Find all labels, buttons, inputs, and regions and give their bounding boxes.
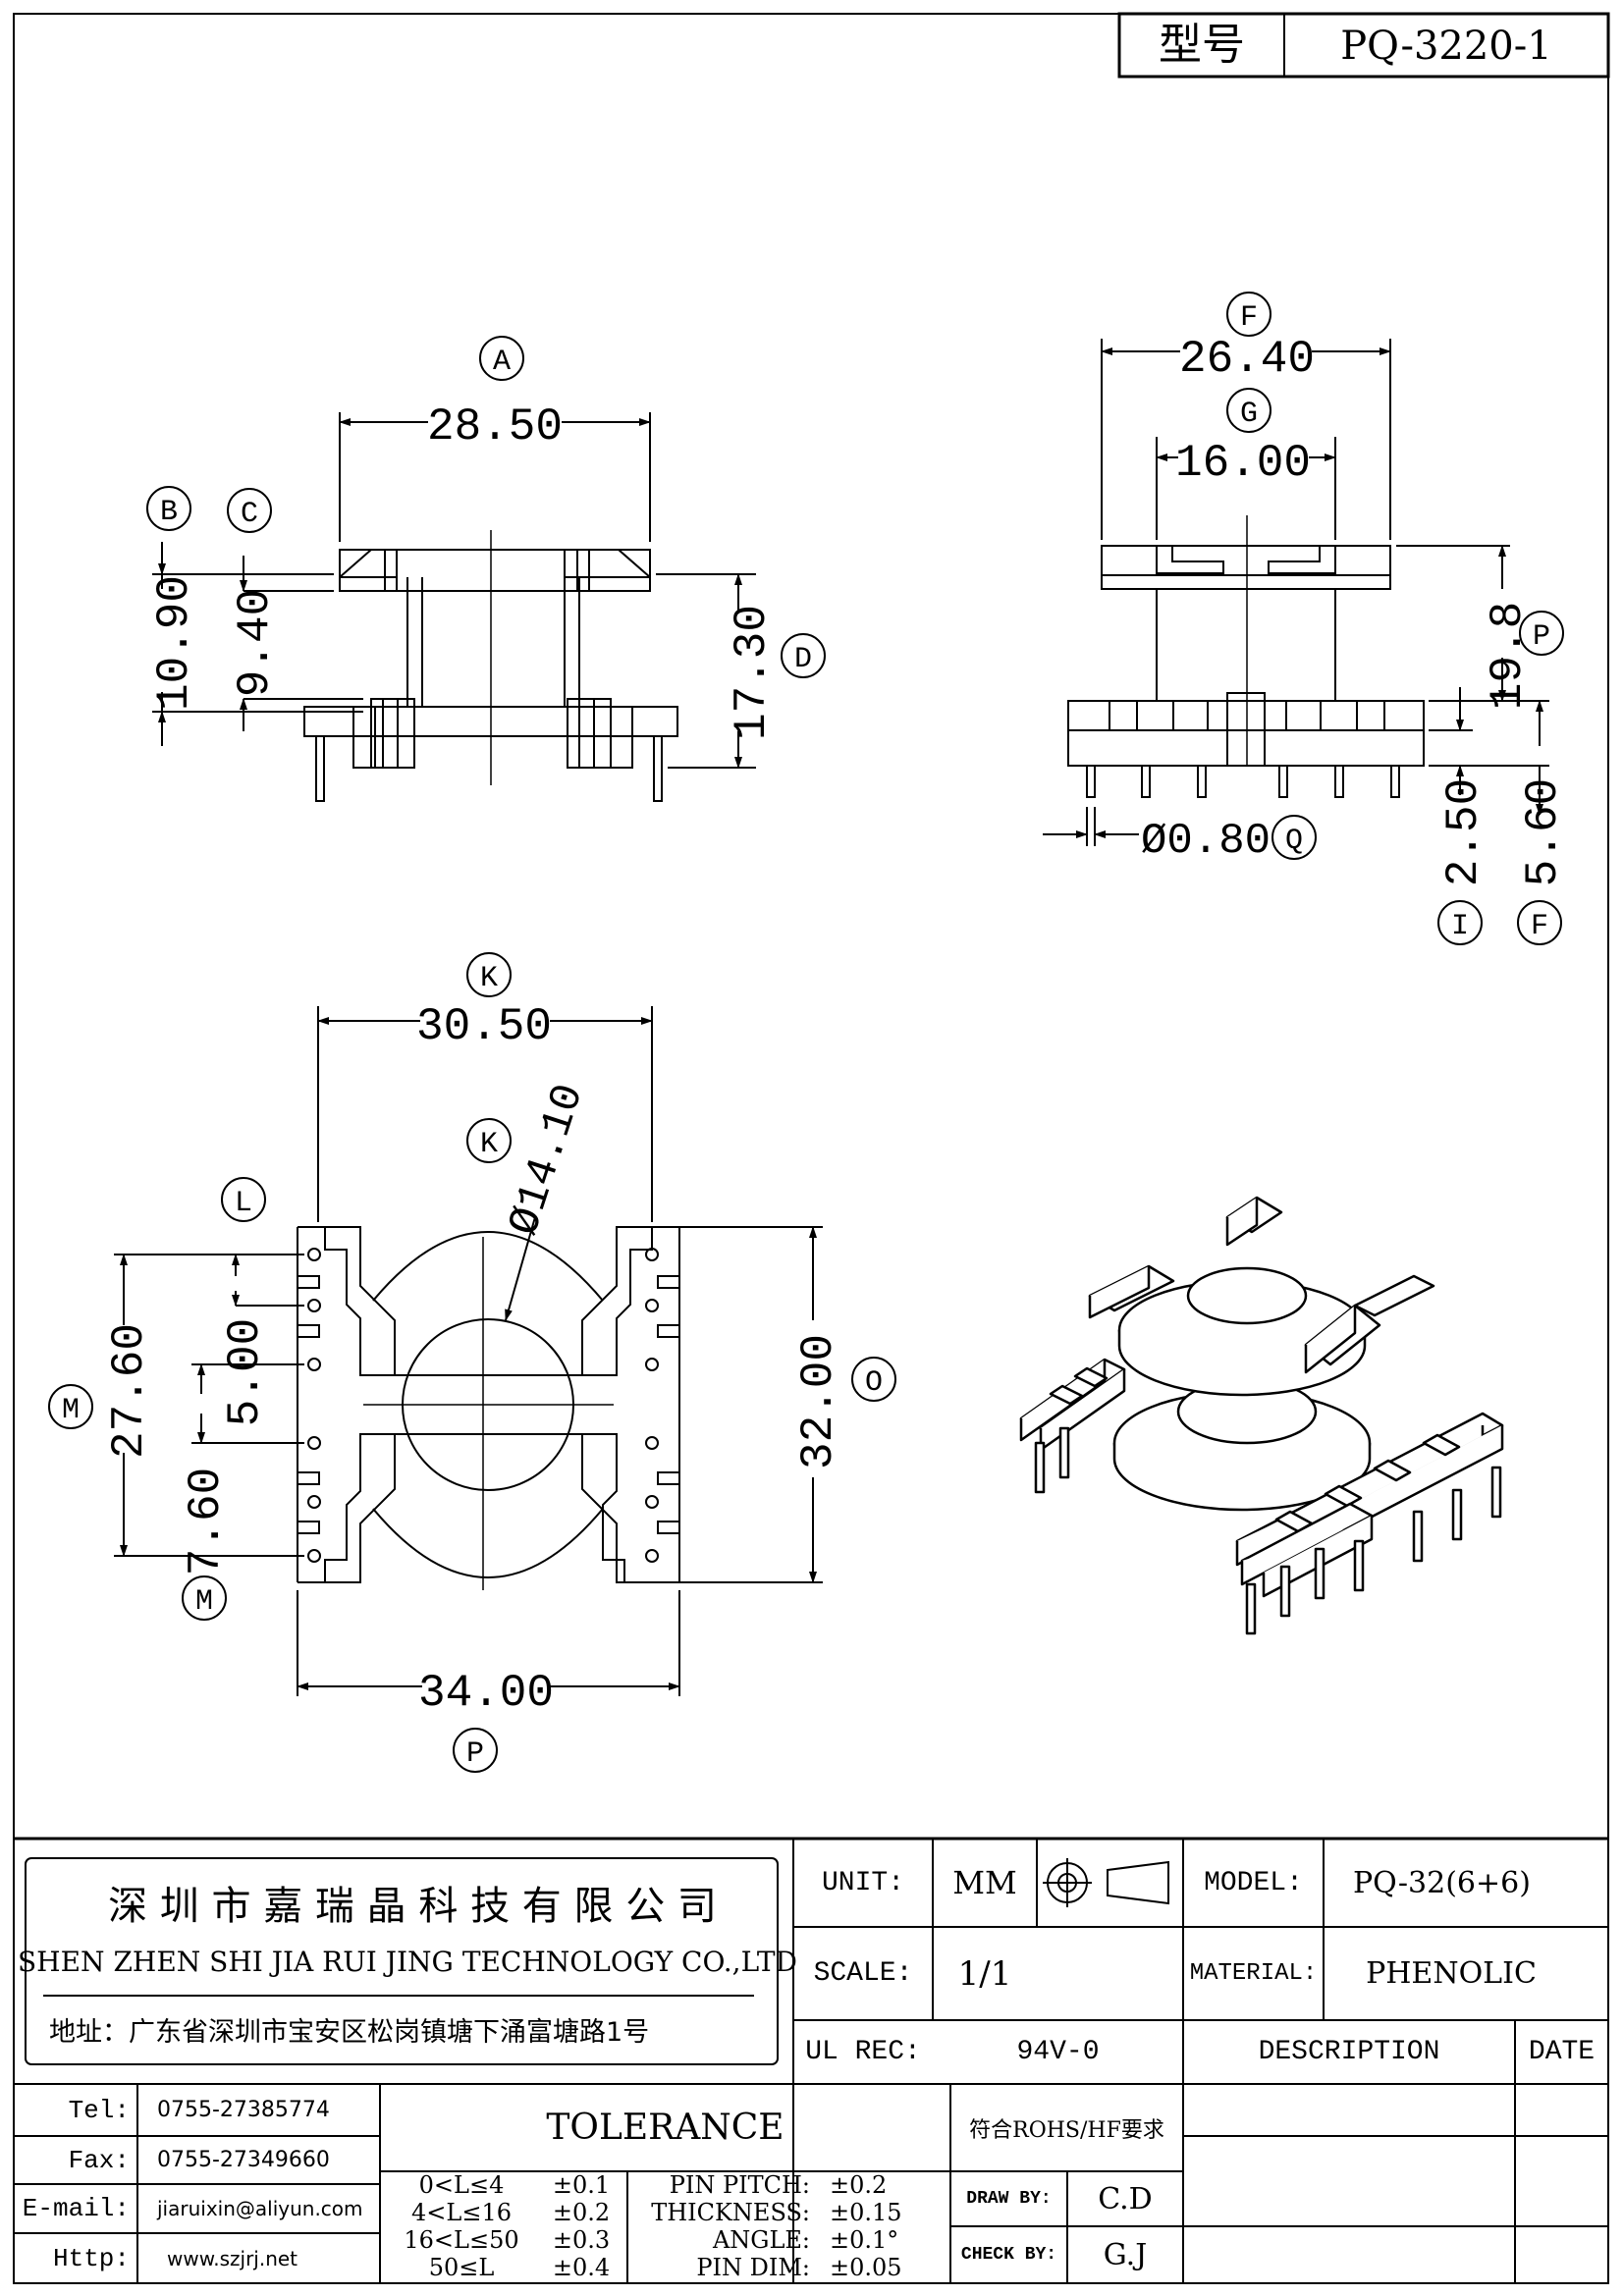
dim-k-width-value: 30.50 xyxy=(416,1001,552,1052)
draw-by-value: C.D xyxy=(1098,2181,1153,2216)
dim-p-value: 34.00 xyxy=(418,1668,554,1719)
dim-f-bottom-circle: F xyxy=(1531,910,1548,943)
contact-http-value[interactable]: www.szjrj.net xyxy=(167,2246,298,2270)
ul-label: UL REC: xyxy=(805,2037,921,2067)
tol-other-name-1: PIN PITCH: xyxy=(669,2171,810,2199)
dim-a-circle: A xyxy=(493,346,511,379)
tol-value-3: ±0.3 xyxy=(552,2226,611,2254)
scale-label: SCALE: xyxy=(813,1958,913,1989)
plan-view xyxy=(114,1006,823,1696)
company-name-en: SHEN ZHEN SHI JIA RUI JING TECHNOLOGY CO… xyxy=(18,1945,798,1978)
model-label: MODEL: xyxy=(1204,1867,1303,1898)
dim-b-circle: B xyxy=(160,496,178,529)
dim-f-bottom-value: 5.60 xyxy=(1518,778,1569,886)
dim-q-circle: Q xyxy=(1285,825,1303,858)
dim-k-width-circle: K xyxy=(480,962,498,995)
rohs-note: 符合ROHS/HF要求 xyxy=(969,2117,1164,2143)
dim-f-top-circle: F xyxy=(1240,301,1258,335)
dim-p-right-value: 19.8 xyxy=(1483,602,1534,710)
tol-value-4: ±0.4 xyxy=(552,2254,611,2281)
contact-email-value[interactable]: jiaruixin@aliyun.com xyxy=(157,2197,363,2220)
dim-q-value: Ø0.80 xyxy=(1141,817,1271,866)
model-value: PQ-32(6+6) xyxy=(1353,1865,1531,1900)
dim-m-top-value: 27.60 xyxy=(104,1323,155,1459)
company-name-cn: 深 圳 市 嘉 瑞 晶 科 技 有 限 公 司 xyxy=(108,1884,717,1929)
dim-a-value: 28.50 xyxy=(427,401,563,453)
dim-d-value: 17.30 xyxy=(727,605,778,740)
dim-i-circle: I xyxy=(1451,910,1469,943)
side-view xyxy=(152,412,756,802)
contact-tel-label: Tel: xyxy=(68,2095,130,2125)
sheet-border xyxy=(13,13,1609,2284)
unit-label: UNIT: xyxy=(821,1867,904,1898)
contact-tel-value: 0755-27385774 xyxy=(157,2098,330,2122)
material-value: PHENOLIC xyxy=(1366,1956,1537,1991)
tol-other-name-2: THICKNESS: xyxy=(651,2199,810,2226)
tol-range-1: 0<L≤4 xyxy=(418,2171,505,2199)
company-address: 地址：广东省深圳市宝安区松岗镇塘下涌富塘路1号 xyxy=(49,2016,650,2048)
scale-value: 1/1 xyxy=(957,1953,1012,1994)
dim-m-bottom-circle: M xyxy=(195,1585,213,1619)
dim-p-right-circle: P xyxy=(1533,620,1550,654)
tol-other-value-2: ±0.15 xyxy=(830,2199,902,2226)
dim-p-circle: P xyxy=(466,1737,484,1771)
ul-value: 94V-0 xyxy=(1016,2037,1100,2067)
isometric-view xyxy=(1019,1196,1504,1635)
tolerance-title: TOLERANCE xyxy=(546,2108,784,2148)
dim-o-value: 32.00 xyxy=(793,1334,844,1469)
part-number-box: 型号 PQ-3220-1 xyxy=(1117,12,1610,79)
dim-l-circle: L xyxy=(235,1187,252,1220)
check-by-label: CHECK BY: xyxy=(960,2245,1057,2265)
contact-fax-value: 0755-27349660 xyxy=(157,2148,330,2172)
dim-c-value: 9.40 xyxy=(230,589,281,697)
dim-l-value: 5.00 xyxy=(220,1318,271,1426)
draw-by-label: DRAW BY: xyxy=(966,2189,1052,2209)
dim-i-value: 2.50 xyxy=(1438,778,1489,886)
contact-http-label: Http: xyxy=(52,2243,130,2273)
type-label: 型号 xyxy=(1159,20,1245,70)
tol-range-4: 50≤L xyxy=(428,2254,495,2281)
tol-range-2: 4<L≤16 xyxy=(411,2199,512,2226)
front-view xyxy=(1043,339,1549,846)
tol-range-3: 16<L≤50 xyxy=(404,2226,519,2254)
dim-b-value: 10.90 xyxy=(149,575,200,711)
description-label: DESCRIPTION xyxy=(1258,2037,1440,2067)
dim-c-circle: C xyxy=(241,498,258,531)
tol-other-value-1: ±0.2 xyxy=(830,2171,888,2199)
dim-k-dia-value: Ø14.10 xyxy=(500,1079,595,1242)
unit-value: MM xyxy=(952,1864,1017,1901)
tol-value-1: ±0.1 xyxy=(552,2171,611,2199)
dim-d-circle: D xyxy=(794,643,812,676)
dim-k-dia-circle: K xyxy=(480,1128,498,1161)
material-label: MATERIAL: xyxy=(1189,1960,1318,1987)
tol-value-2: ±0.2 xyxy=(552,2199,611,2226)
title-block-lines xyxy=(14,1837,1608,2283)
part-number: PQ-3220-1 xyxy=(1340,24,1551,69)
dim-o-circle: O xyxy=(865,1366,883,1400)
dim-g-value: 16.00 xyxy=(1175,438,1311,489)
dim-f-top-value: 26.40 xyxy=(1179,334,1315,385)
contact-fax-label: Fax: xyxy=(68,2145,130,2175)
contact-email-label: E-mail: xyxy=(22,2194,130,2223)
check-by-value: G.J xyxy=(1103,2237,1148,2272)
tol-other-name-3: ANGLE: xyxy=(712,2226,810,2254)
date-label: DATE xyxy=(1528,2037,1596,2067)
tol-other-value-4: ±0.05 xyxy=(830,2254,902,2281)
dim-m-top-circle: M xyxy=(62,1394,80,1427)
tol-other-value-3: ±0.1° xyxy=(830,2226,899,2254)
dim-g-circle: G xyxy=(1240,398,1258,431)
dim-m-bottom-value: 7.60 xyxy=(181,1468,232,1575)
tol-other-name-4: PIN DIM: xyxy=(696,2254,810,2281)
